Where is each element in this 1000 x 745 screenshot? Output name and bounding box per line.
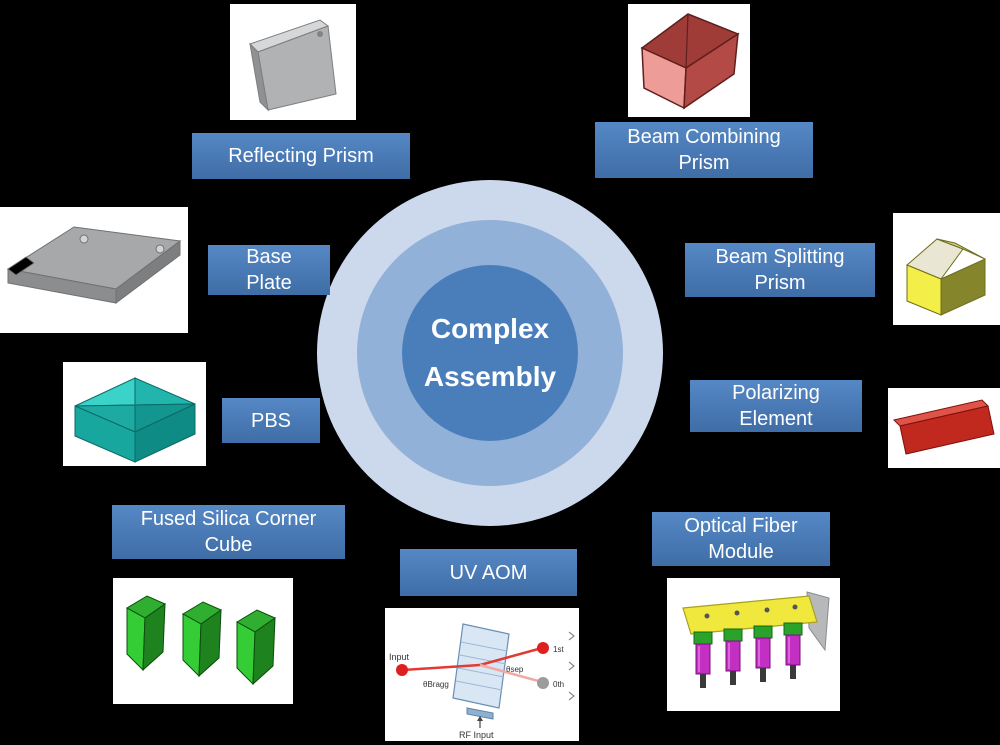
node-label-beam-splitting-prism: Beam Splitting Prism: [685, 243, 875, 297]
aom-input-label: Input: [389, 652, 410, 662]
uv-aom-image: Input θBragg θsep 1st 0th RF Input: [385, 608, 579, 741]
node-label-reflecting-prism: Reflecting Prism: [192, 133, 410, 179]
fiber-highlights: [698, 637, 790, 672]
pbs-image: [63, 362, 206, 466]
polarizing-element-image: [888, 388, 1000, 468]
input-beam: [402, 663, 481, 672]
fiber-connectors: [693, 622, 803, 688]
red-prism-3d-icon: [640, 13, 740, 110]
rf-transducer-shape: [466, 707, 494, 720]
node-label-text: PBS: [250, 409, 292, 432]
aom-schematic-icon: Input θBragg θsep 1st 0th RF Input: [389, 623, 575, 740]
aom-zero-order-label: 0th: [553, 680, 564, 689]
node-label-text: Polarizing Element: [732, 382, 820, 430]
first-order-dot: [537, 642, 549, 654]
aom-separation-angle-label: θsep: [506, 665, 524, 674]
node-label-text: Beam Splitting Prism: [715, 246, 845, 294]
node-label-beam-combining-prism: Beam Combining Prism: [595, 122, 813, 178]
node-label-optical-fiber-module: Optical Fiber Module: [652, 512, 830, 566]
zero-order-dot: [537, 677, 549, 689]
fiber-module-3d-icon: [682, 591, 830, 688]
first-order-beam: [479, 646, 543, 667]
fused-silica-corner-cube-image: [113, 578, 293, 704]
gray-plate-3d-icon: [6, 226, 182, 304]
center-circle-inner: Complex Assembly: [402, 265, 578, 441]
beam-direction-ticks: [568, 631, 575, 701]
node-label-fused-silica-corner-cube: Fused Silica Corner Cube: [112, 505, 345, 559]
node-label-text: Beam Combining Prism: [627, 126, 781, 174]
node-label-base-plate: Base Plate: [208, 245, 330, 295]
input-dot: [396, 664, 408, 676]
beam-combining-prism-image: [628, 4, 750, 117]
base-plate-image: [0, 207, 188, 333]
aom-first-order-label: 1st: [553, 645, 564, 654]
teal-cube-3d-icon: [74, 377, 196, 463]
node-label-pbs: PBS: [222, 398, 320, 443]
node-label-uv-aom: UV AOM: [400, 549, 577, 596]
node-label-polarizing-element: Polarizing Element: [690, 380, 862, 432]
reflecting-prism-image: [230, 4, 356, 120]
red-slab-3d-icon: [893, 399, 995, 455]
node-label-text: UV AOM: [449, 561, 528, 584]
gray-prism-3d-icon: [249, 19, 337, 112]
node-label-text: Fused Silica Corner Cube: [140, 508, 317, 556]
center-label: Complex Assembly: [423, 313, 557, 392]
optical-fiber-module-image: [667, 578, 840, 711]
yellow-prism-3d-icon: [906, 238, 986, 316]
green-corner-cubes-3d-icon: [126, 595, 277, 686]
zero-order-beam: [479, 663, 543, 684]
aom-rf-input-label: RF Input: [459, 730, 494, 740]
node-label-text: Optical Fiber Module: [684, 515, 798, 563]
node-label-text: Base Plate: [246, 246, 292, 294]
aom-bragg-angle-label: θBragg: [423, 680, 449, 689]
beam-splitting-prism-image: [893, 213, 1000, 325]
node-label-text: Reflecting Prism: [228, 145, 374, 167]
